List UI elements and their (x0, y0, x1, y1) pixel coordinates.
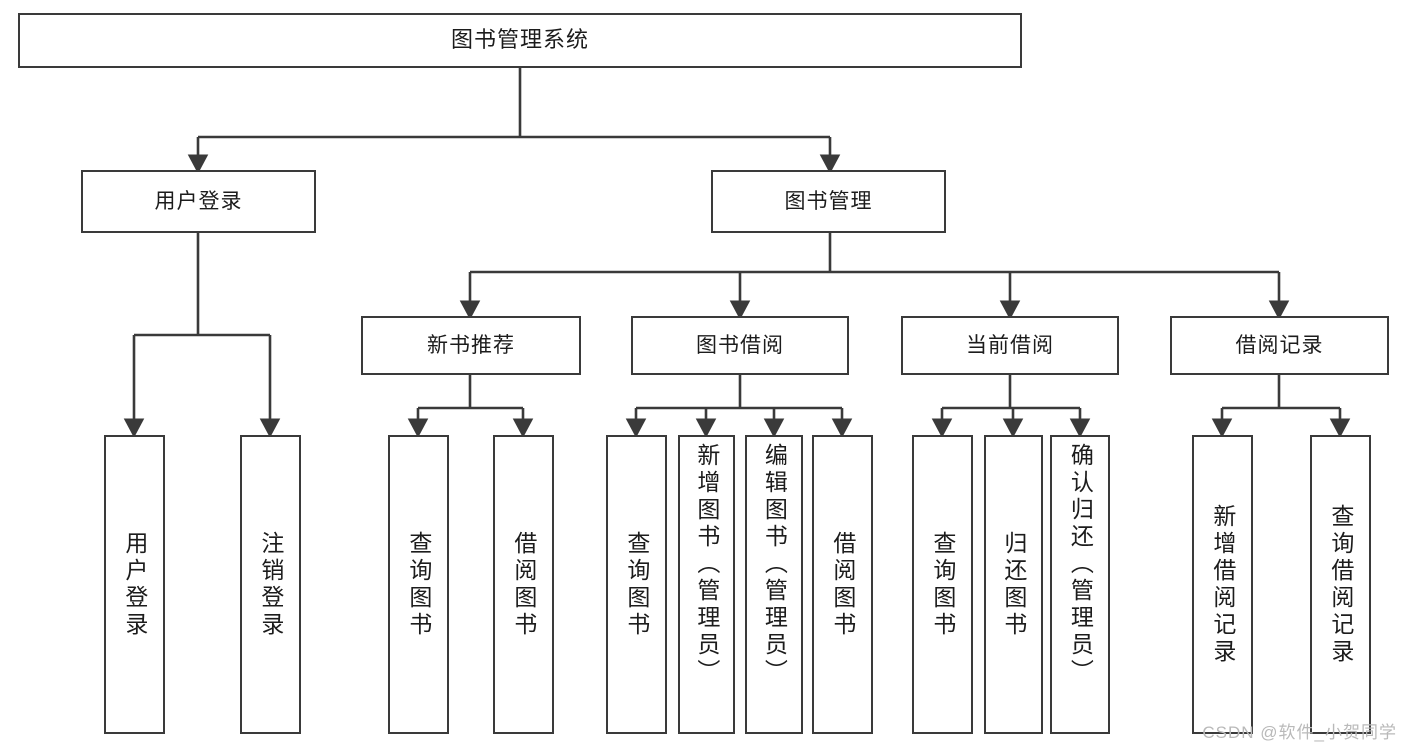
node-label: 查询图书 (929, 530, 956, 639)
node-label: 借阅记录 (1235, 333, 1324, 357)
node-label: 借阅图书 (829, 530, 856, 639)
node-book-manage[interactable]: 图书管理 (711, 170, 946, 233)
leaf-user-login[interactable]: 用户登录 (104, 435, 165, 734)
leaf-query-record[interactable]: 查询借阅记录 (1310, 435, 1371, 734)
leaf-edit-book[interactable]: 编辑图书（管理员） (745, 435, 803, 734)
node-label: 当前借阅 (966, 333, 1054, 357)
node-label: 借阅图书 (510, 530, 537, 639)
node-label: 归还图书 (1000, 530, 1027, 639)
node-label: 注销登录 (257, 530, 284, 639)
leaf-borrow-book-2[interactable]: 借阅图书 (812, 435, 873, 734)
node-label: 查询借阅记录 (1327, 503, 1354, 666)
node-book-borrow[interactable]: 图书借阅 (631, 316, 849, 375)
node-label: 新增图书（管理员） (693, 443, 720, 686)
node-label: 编辑图书（管理员） (761, 443, 788, 686)
node-label: 查询图书 (405, 530, 432, 639)
node-current-borrow[interactable]: 当前借阅 (901, 316, 1119, 375)
leaf-confirm-return[interactable]: 确认归还（管理员） (1050, 435, 1110, 734)
node-new-book-rec[interactable]: 新书推荐 (361, 316, 581, 375)
node-root-system[interactable]: 图书管理系统 (18, 13, 1022, 68)
node-label: 确认归还（管理员） (1067, 443, 1094, 686)
node-user-login[interactable]: 用户登录 (81, 170, 316, 233)
node-label: 用户登录 (121, 530, 148, 639)
node-label: 新书推荐 (427, 333, 515, 357)
leaf-add-book[interactable]: 新增图书（管理员） (678, 435, 735, 734)
leaf-query-book-2[interactable]: 查询图书 (606, 435, 667, 734)
node-label: 查询图书 (623, 530, 650, 639)
node-borrow-record[interactable]: 借阅记录 (1170, 316, 1389, 375)
leaf-query-book-1[interactable]: 查询图书 (388, 435, 449, 734)
leaf-return-book[interactable]: 归还图书 (984, 435, 1043, 734)
leaf-logout[interactable]: 注销登录 (240, 435, 301, 734)
node-label: 图书管理系统 (450, 27, 589, 53)
leaf-add-record[interactable]: 新增借阅记录 (1192, 435, 1253, 734)
leaf-query-book-3[interactable]: 查询图书 (912, 435, 973, 734)
node-label: 用户登录 (154, 189, 243, 213)
node-label: 新增借阅记录 (1209, 503, 1236, 666)
node-label: 图书借阅 (696, 333, 784, 357)
node-label: 图书管理 (784, 189, 873, 213)
leaf-borrow-book-1[interactable]: 借阅图书 (493, 435, 554, 734)
